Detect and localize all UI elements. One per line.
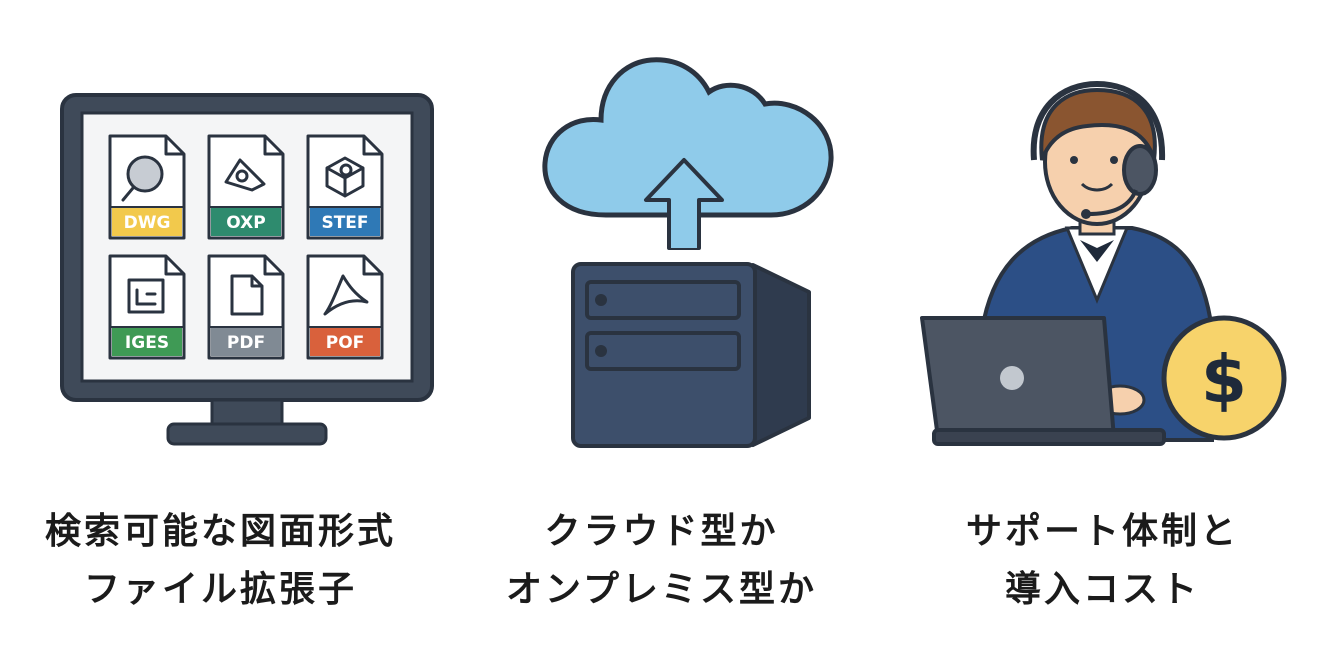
file-extension-label: OXP [226,213,265,233]
file-icon-grid: DWG OXP STEF IGES PDF POF [108,134,384,360]
caption-line-1: 検索可能な図面形式 [44,511,396,552]
file-format-panel: DWG OXP STEF IGES PDF POF 検索可能な図面形式 ファイル拡張子 [0,0,441,652]
deployment-caption: クラウド型か オンプレミス型か [441,503,882,619]
caption-line-2: オンプレミス型か [506,569,817,610]
file-icon: POF [306,254,384,360]
file-icon: OXP [207,134,285,240]
support-agent-illustration: $ [920,80,1287,446]
blank-document-icon [230,274,264,316]
file-format-caption: 検索可能な図面形式 ファイル拡張子 [0,503,441,619]
upload-arrow-icon [644,158,724,250]
laptop-icon [920,316,1166,446]
caption-line-2: 導入コスト [1004,569,1200,610]
part-shape-icon [224,158,266,192]
file-icon: STEF [306,134,384,240]
acrobat-icon [323,274,369,316]
cube-icon [325,156,365,198]
file-icon: PDF [207,254,285,360]
drawing-sheet-icon [127,278,165,314]
caption-line-1: サポート体制と [965,511,1239,552]
file-icon: DWG [108,134,186,240]
file-extension-label: POF [326,333,365,353]
file-extension-label: DWG [124,213,171,233]
magnifier-icon [121,155,164,202]
file-icon: IGES [108,254,186,360]
coin-symbol: $ [1201,341,1247,418]
cloud-server-illustration [542,57,834,448]
caption-line-1: クラウド型か [544,511,779,552]
file-extension-label: PDF [227,333,265,353]
dollar-coin-icon: $ [1161,315,1287,441]
caption-line-2: ファイル拡張子 [83,569,357,610]
file-extension-label: IGES [125,333,169,353]
server-icon [571,262,811,448]
support-cost-panel: $ サポート体制と 導入コスト [882,0,1323,652]
deployment-panel: クラウド型か オンプレミス型か [441,0,882,652]
cloud-icon [542,57,834,218]
monitor-illustration: DWG OXP STEF IGES PDF POF [60,93,434,446]
file-extension-label: STEF [321,213,368,233]
support-cost-caption: サポート体制と 導入コスト [882,503,1323,619]
